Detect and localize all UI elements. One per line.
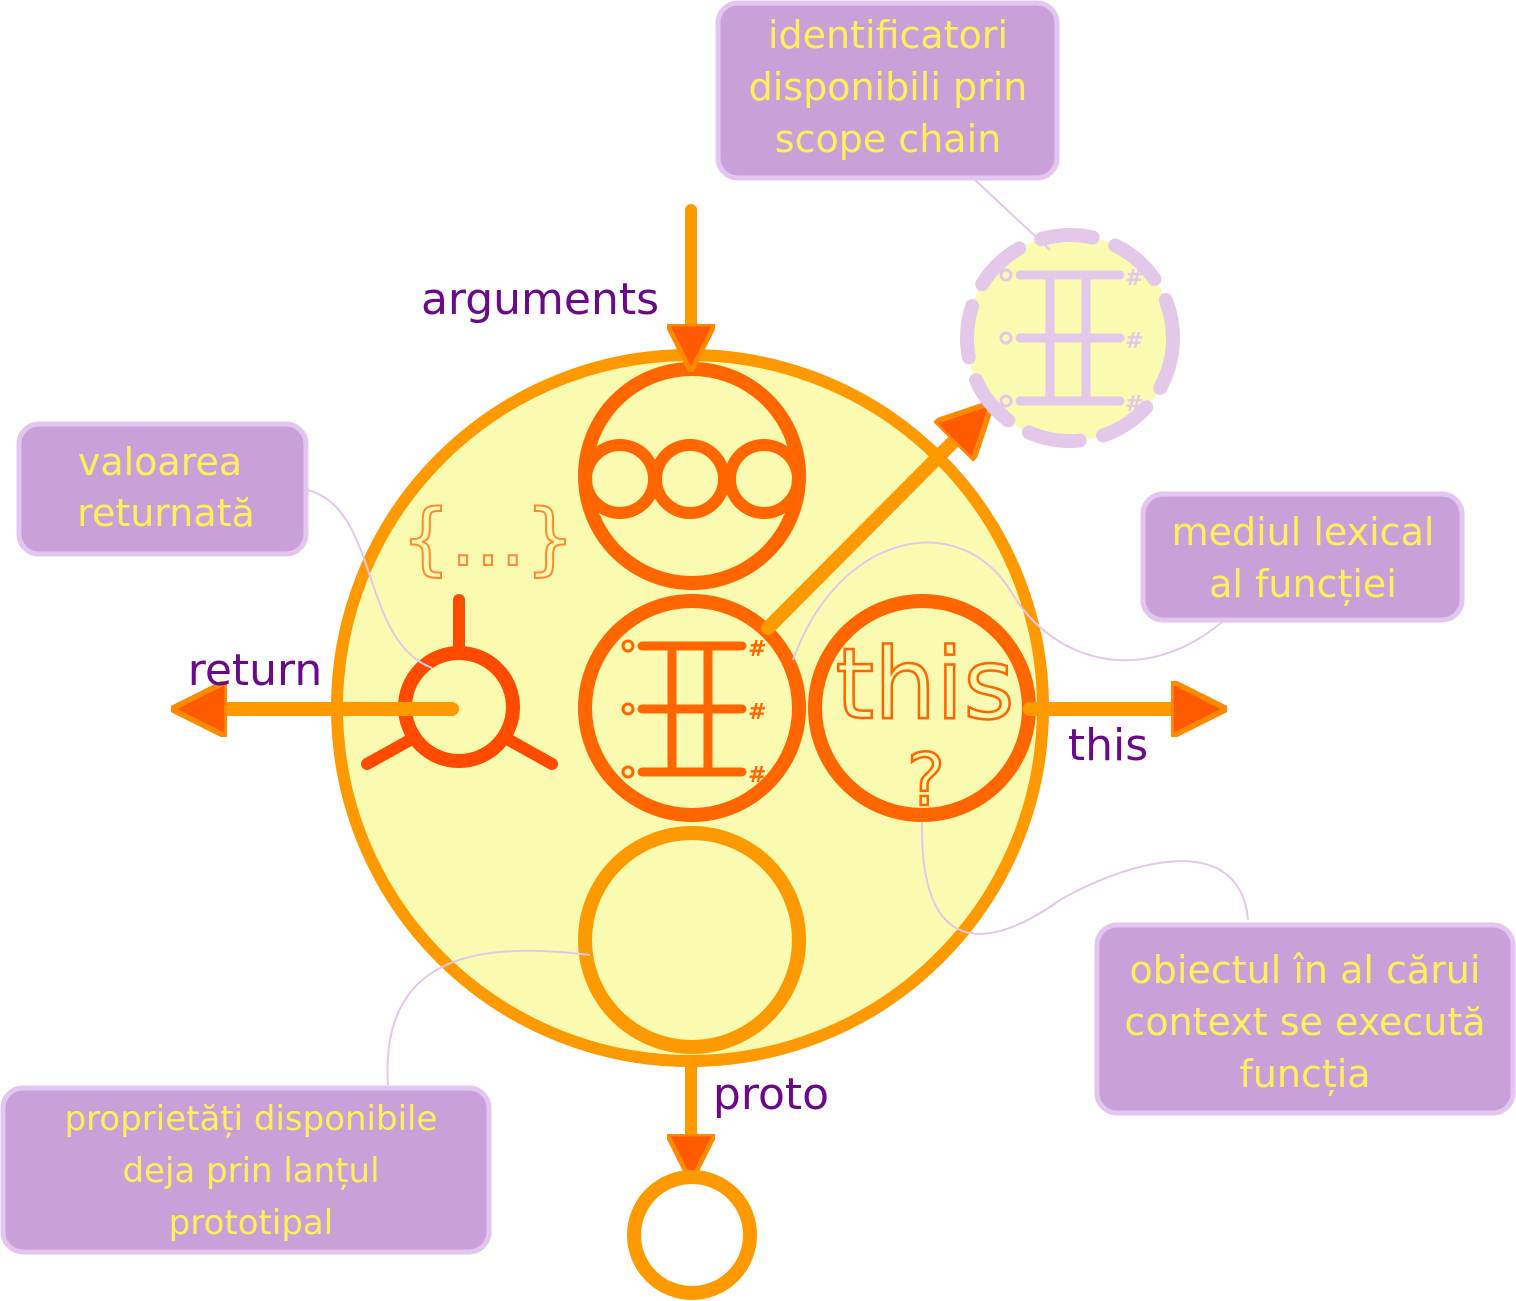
scope-chain-icon: # # # bbox=[578, 594, 806, 822]
this-circle: this ? bbox=[808, 594, 1036, 823]
svg-text:returnată: returnată bbox=[77, 491, 255, 535]
prototype-circle bbox=[627, 1170, 757, 1300]
svg-text:obiectul în al cărui: obiectul în al cărui bbox=[1130, 948, 1481, 992]
this-glyph: this bbox=[836, 628, 1015, 742]
svg-text:prototipal: prototipal bbox=[169, 1203, 333, 1243]
svg-text:scope chain: scope chain bbox=[775, 117, 1001, 161]
leader-lines bbox=[307, 179, 1249, 1086]
this-label: this bbox=[1068, 720, 1148, 771]
svg-text:deja prin lanțul: deja prin lanțul bbox=[122, 1151, 379, 1191]
hash-mark: # bbox=[1125, 392, 1143, 417]
diagonal-arrow-icon bbox=[761, 437, 958, 635]
question-glyph: ? bbox=[907, 738, 945, 822]
svg-text:context se execută: context se execută bbox=[1124, 1000, 1485, 1044]
hash-mark: # bbox=[748, 763, 766, 788]
arguments-label: arguments bbox=[421, 274, 659, 325]
svg-text:al funcției: al funcției bbox=[1209, 562, 1397, 606]
callout-return-value: valoarea returnată bbox=[16, 421, 309, 557]
svg-text:proprietăți disponibile: proprietăți disponibile bbox=[65, 1099, 438, 1139]
svg-text:identificatori: identificatori bbox=[768, 13, 1008, 57]
svg-text:mediul lexical: mediul lexical bbox=[1172, 510, 1435, 554]
callout-prototype-chain: proprietăți disponibile deja prin lanțul… bbox=[0, 1085, 492, 1255]
proto-label: proto bbox=[713, 1069, 829, 1120]
svg-text:valoarea: valoarea bbox=[78, 440, 242, 484]
body-glyph: {...} bbox=[401, 494, 575, 584]
callout-scope-chain: identificatori disponibili prin scope ch… bbox=[715, 0, 1060, 181]
hash-mark: # bbox=[748, 637, 766, 662]
return-label: return bbox=[188, 645, 323, 696]
svg-text:disponibili prin: disponibili prin bbox=[749, 65, 1028, 109]
outer-scope-icon: # # # bbox=[960, 228, 1180, 448]
hash-mark: # bbox=[748, 700, 766, 725]
callout-lexical-env: mediul lexical al funcției bbox=[1140, 491, 1465, 623]
arguments-circle bbox=[578, 362, 806, 590]
svg-text:funcția: funcția bbox=[1239, 1052, 1370, 1096]
callout-execution-context: obiectul în al cărui context se execută … bbox=[1094, 922, 1516, 1116]
proto-circle bbox=[578, 826, 806, 1054]
hash-mark: # bbox=[1125, 329, 1143, 354]
hash-mark: # bbox=[1125, 266, 1143, 291]
